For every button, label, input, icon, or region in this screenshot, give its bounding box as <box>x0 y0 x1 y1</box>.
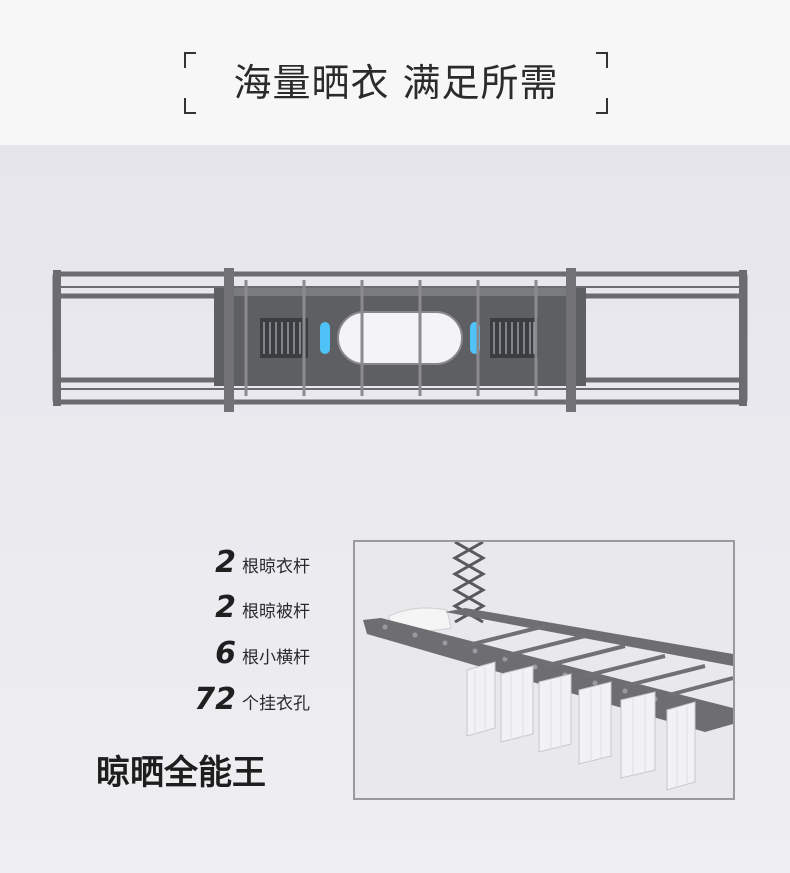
vent-right <box>490 318 538 358</box>
towel <box>538 673 572 753</box>
spec-item: 6 根小横杆 <box>215 636 310 676</box>
indicator-light-left <box>320 322 330 354</box>
rack-end-bar <box>739 270 747 406</box>
spec-label: 根小横杆 <box>242 648 310 668</box>
spec-label: 根晾衣杆 <box>242 557 310 577</box>
scissor-lift <box>451 542 487 624</box>
towel <box>666 701 696 791</box>
spec-number: 6 <box>215 636 236 671</box>
rack-end-bar <box>53 270 61 406</box>
header-section: 海量晒衣 满足所需 <box>0 0 790 145</box>
spec-label: 个挂衣孔 <box>242 694 310 714</box>
rack-bracket-right <box>566 268 576 412</box>
spec-number: 2 <box>215 590 236 625</box>
detail-image-frame <box>353 540 735 800</box>
spec-number: 2 <box>215 545 236 580</box>
motor-panel-top <box>226 288 574 296</box>
drying-rack-top-view <box>52 268 748 412</box>
spec-item: 2 根晾衣杆 <box>215 545 310 585</box>
spec-label: 根晾被杆 <box>242 602 310 622</box>
towel <box>466 661 496 737</box>
spec-item: 2 根晾被杆 <box>215 590 310 630</box>
bracket-bottom-left <box>184 98 196 114</box>
rack-rail-back <box>445 608 733 666</box>
towel <box>578 681 612 765</box>
slogan-text: 晾晒全能王 <box>96 753 266 793</box>
center-lamp <box>337 311 463 365</box>
towel <box>620 691 656 779</box>
bracket-bottom-right <box>596 98 608 114</box>
bracket-top-left <box>184 52 196 68</box>
spec-number: 72 <box>194 682 236 717</box>
drying-rack-perspective <box>363 542 733 791</box>
spec-item: 72 个挂衣孔 <box>194 682 310 722</box>
page-title: 海量晒衣 满足所需 <box>233 61 559 105</box>
title-frame: 海量晒衣 满足所需 <box>184 52 608 114</box>
towel <box>500 665 534 743</box>
rack-bracket-left <box>224 268 234 412</box>
bracket-top-right <box>596 52 608 68</box>
vent-left <box>260 318 308 358</box>
